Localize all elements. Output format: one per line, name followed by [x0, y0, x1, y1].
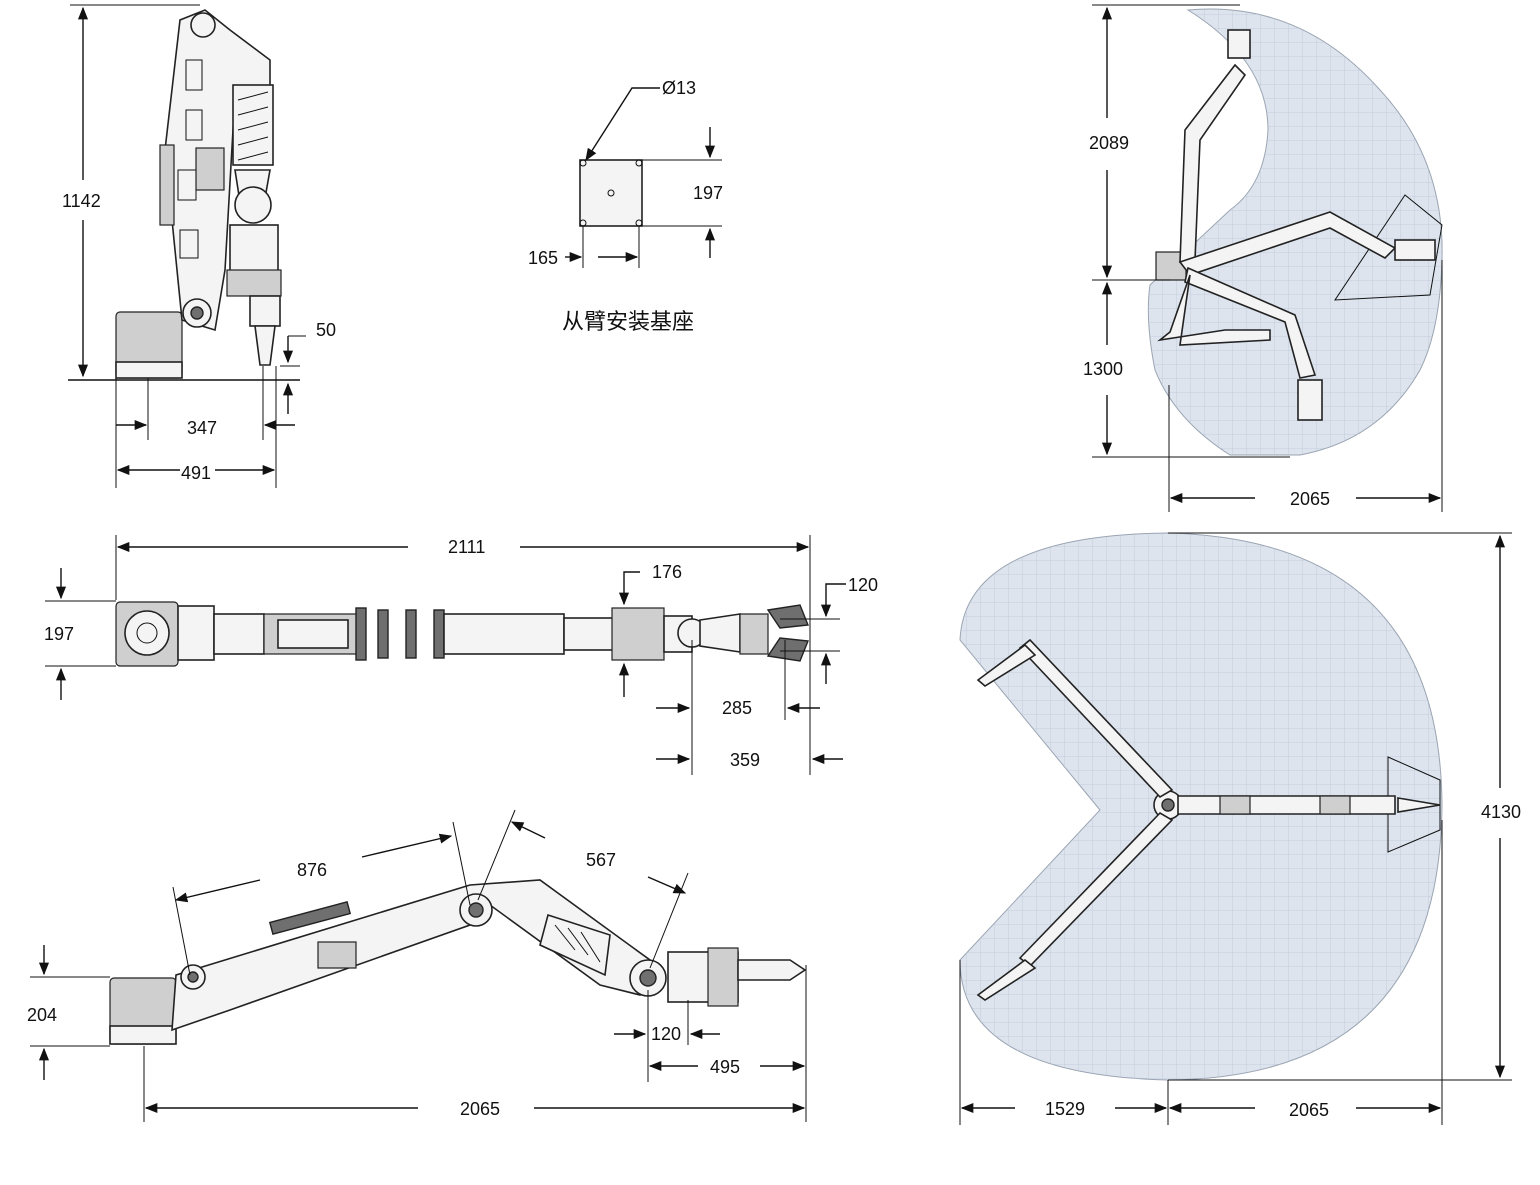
mount-caption: 从臂安装基座 [562, 310, 694, 335]
top-view: 2111 197 176 120 285 359 [44, 535, 878, 775]
top-tool-offset-label: 285 [722, 698, 752, 718]
side-view: 1142 50 347 491 [62, 4, 336, 488]
reach-elevation: 2089 1300 2065 [1083, 4, 1443, 512]
top-length-label: 2111 [448, 537, 485, 557]
arm-fore-len-label: 567 [586, 850, 616, 870]
reach-plan: 4130 1529 2065 [959, 532, 1521, 1125]
side-base-width-label: 347 [187, 418, 217, 438]
side-height-label: 1142 [62, 191, 101, 211]
mount-width-label: 165 [528, 248, 558, 268]
reach-radius-top-label: 2065 [1290, 489, 1330, 509]
plan-height-label: 4130 [1481, 802, 1521, 822]
mount-height-label: 197 [693, 183, 723, 203]
arm-base-height-label: 204 [27, 1005, 57, 1025]
arm-wrist-label: 120 [651, 1024, 681, 1044]
side-total-width-label: 491 [181, 463, 211, 483]
arm-tool-label: 495 [710, 1057, 740, 1077]
top-tool-width-label: 120 [848, 575, 878, 595]
mount-hole-label: Ø13 [662, 78, 696, 98]
top-tool-length-label: 359 [730, 750, 760, 770]
mount-plate [579, 159, 643, 227]
arm-side-view: 876 567 204 120 495 2065 [27, 809, 807, 1122]
top-joint-width-label: 176 [652, 562, 682, 582]
reach-lower-label: 1300 [1083, 359, 1123, 379]
plan-front-label: 2065 [1289, 1100, 1329, 1120]
arm-upper-len-label: 876 [297, 860, 327, 880]
reach-upper-label: 2089 [1089, 133, 1129, 153]
top-width-label: 197 [44, 624, 74, 644]
side-tool-offset-label: 50 [316, 320, 336, 340]
mount-base: Ø13 197 165 从臂安装基座 [528, 78, 723, 335]
plan-back-label: 1529 [1045, 1099, 1085, 1119]
arm-total-label: 2065 [460, 1099, 500, 1119]
